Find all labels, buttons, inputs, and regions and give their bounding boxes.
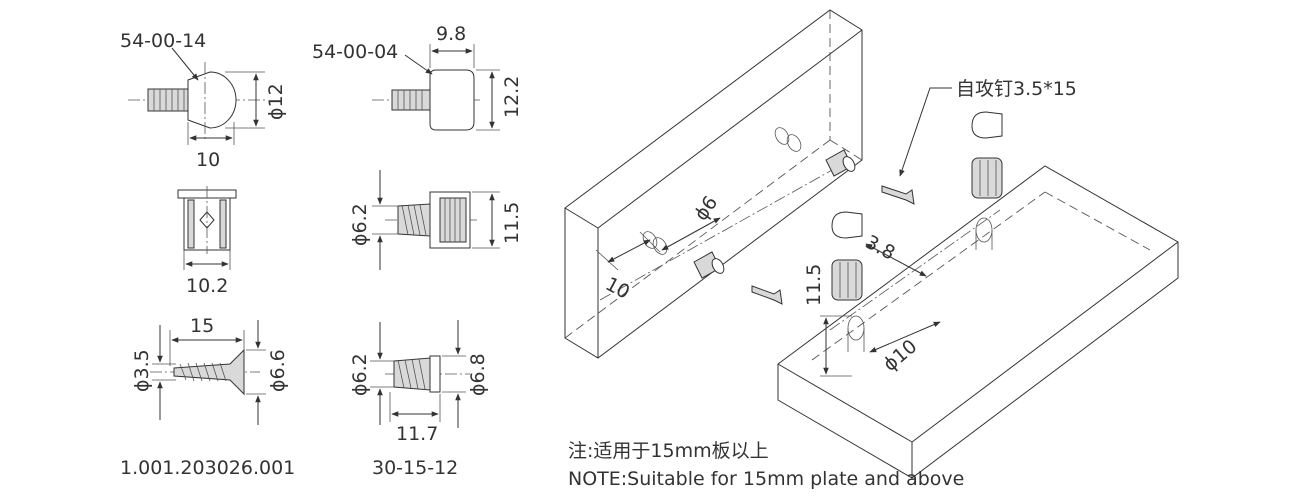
part-54-00-14 xyxy=(128,47,265,145)
p4-diameter-dim: ϕ6.2 xyxy=(349,203,371,246)
assembly-housing-2 xyxy=(971,111,1003,199)
p4-height-dim: 11.5 xyxy=(501,202,523,244)
screw-length-dim: 15 xyxy=(190,315,214,337)
p2-width-dim: 9.8 xyxy=(436,23,466,45)
p2-height-dim: 12.2 xyxy=(501,76,523,118)
assembly-dowel-bottom xyxy=(693,251,725,279)
part-housing-10-2 xyxy=(177,186,237,270)
horizontal-board xyxy=(777,165,1179,479)
p6-diameter2-dim: ϕ6.8 xyxy=(467,353,489,396)
p6-diameter1-dim: ϕ6.2 xyxy=(349,353,371,396)
p1-code: 54-00-14 xyxy=(120,30,206,52)
assembly-screw-2 xyxy=(751,285,783,305)
assembly-dowel-top xyxy=(825,149,856,177)
screw-diameter2-dim: ϕ6.6 xyxy=(267,349,289,392)
assembly-dim-11-5: 11.5 xyxy=(803,264,825,306)
part-code-left: 1.001.203026.001 xyxy=(120,457,295,479)
screw-diameter1-dim: ϕ3.5 xyxy=(131,349,153,392)
assembly-screw-label: 自攻钉3.5*15 xyxy=(956,78,1077,100)
part-insert-11-5 xyxy=(372,170,500,270)
part-code-mid: 30-15-12 xyxy=(372,457,458,479)
p6-length-dim: 11.7 xyxy=(396,423,438,445)
assembly-screw-1 xyxy=(881,185,915,205)
assembly-dim-3-8: 3.8 xyxy=(862,231,899,265)
p2-code: 54-00-04 xyxy=(312,41,398,63)
screw-label-leader xyxy=(899,87,952,177)
note-chinese: 注:适用于15mm板以上 xyxy=(568,440,769,462)
vertical-board xyxy=(564,9,863,359)
p1-diameter-dim: ϕ12 xyxy=(265,83,287,120)
p1-length-dim: 10 xyxy=(196,149,220,171)
part-54-00-04 xyxy=(372,44,500,131)
assembly-dims-horizontal xyxy=(820,243,941,377)
note-english: NOTE:Suitable for 15mm plate and above xyxy=(568,468,965,490)
assembly-housing-1 xyxy=(831,211,863,301)
housing-width-dim: 10.2 xyxy=(186,275,228,297)
part-screw xyxy=(150,320,266,425)
part-insert-11-7 xyxy=(370,320,470,428)
assembly-dims-vertical xyxy=(595,217,721,271)
